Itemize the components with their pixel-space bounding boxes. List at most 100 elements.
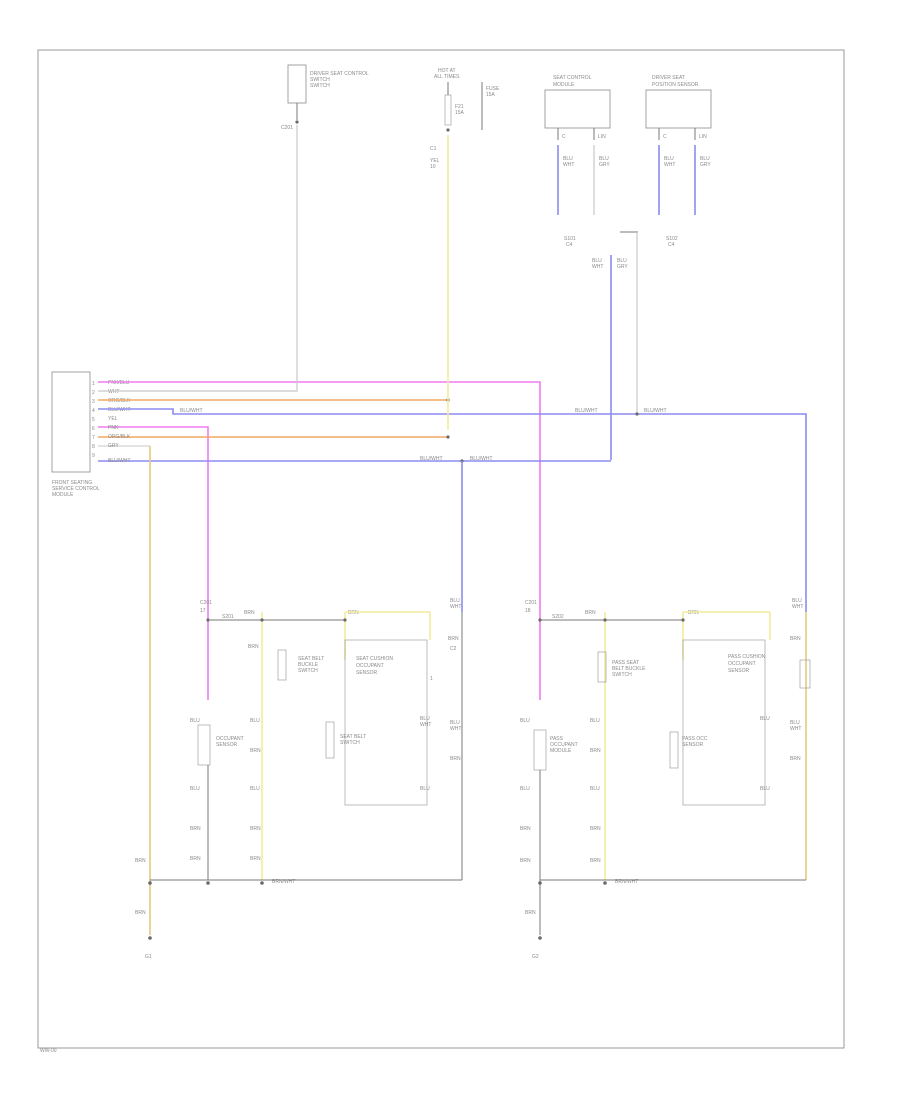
svg-text:5: 5 xyxy=(92,417,95,423)
svg-text:MODULE: MODULE xyxy=(553,82,575,88)
svg-text:FUSE: FUSE xyxy=(486,86,500,92)
svg-text:YEL: YEL xyxy=(108,416,118,422)
svg-text:SEAT CONTROL: SEAT CONTROL xyxy=(553,75,592,81)
svg-text:BLU: BLU xyxy=(450,720,460,726)
svg-text:GRY: GRY xyxy=(700,162,711,168)
svg-text:C4: C4 xyxy=(668,242,675,248)
svg-text:BRN: BRN xyxy=(135,858,146,864)
svg-text:BLU: BLU xyxy=(590,786,600,792)
svg-text:SENSOR: SENSOR xyxy=(216,742,238,748)
svg-text:8: 8 xyxy=(92,444,95,450)
svg-text:BLU: BLU xyxy=(520,718,530,724)
svg-text:OCCUPANT: OCCUPANT xyxy=(728,661,756,667)
svg-text:BLU/WHT: BLU/WHT xyxy=(575,408,598,414)
svg-text:BRN: BRN xyxy=(525,910,536,916)
right-seat-assembly: C201 18 S202 BRN BRN BLU WHT BRN PASS SE… xyxy=(520,598,811,960)
svg-text:17: 17 xyxy=(200,608,206,614)
svg-text:OCCUPANT: OCCUPANT xyxy=(550,742,578,748)
svg-text:BRN: BRN xyxy=(585,610,596,616)
seat-control-module: SEAT CONTROL MODULE C LIN BLU WHT BLU GR… xyxy=(544,75,610,215)
svg-text:BLU/WHT: BLU/WHT xyxy=(420,456,443,462)
svg-text:2: 2 xyxy=(92,390,95,396)
svg-text:10: 10 xyxy=(430,164,436,170)
svg-text:HOT AT: HOT AT xyxy=(438,68,456,74)
svg-text:BLU: BLU xyxy=(760,716,770,722)
svg-text:BRN: BRN xyxy=(190,826,201,832)
svg-text:SWITCH: SWITCH xyxy=(310,77,330,83)
svg-text:YEL: YEL xyxy=(430,158,440,164)
footer-code: WW-00 xyxy=(40,1048,57,1054)
svg-text:BRN: BRN xyxy=(520,858,531,864)
svg-text:BRN: BRN xyxy=(250,826,261,832)
svg-text:BLU: BLU xyxy=(520,786,530,792)
svg-text:BLU: BLU xyxy=(563,156,573,162)
svg-text:C201: C201 xyxy=(200,600,212,606)
svg-text:BRN: BRN xyxy=(590,858,601,864)
svg-text:GRY: GRY xyxy=(617,264,628,270)
svg-text:PASS: PASS xyxy=(550,736,564,742)
svg-text:BLU: BLU xyxy=(700,156,710,162)
svg-text:G2: G2 xyxy=(532,954,539,960)
svg-text:BUCKLE: BUCKLE xyxy=(298,662,319,668)
svg-text:BELT BUCKLE: BELT BUCKLE xyxy=(612,666,646,672)
svg-text:BLU: BLU xyxy=(617,258,627,264)
svg-text:WHT: WHT xyxy=(420,722,431,728)
svg-text:WHT: WHT xyxy=(450,604,461,610)
svg-text:WHT: WHT xyxy=(792,604,803,610)
fuse-block: HOT AT ALL TIMES FUSE 15A F21 15A C1 YEL… xyxy=(430,68,500,170)
svg-text:BLU: BLU xyxy=(792,598,802,604)
svg-text:BLU/WHT: BLU/WHT xyxy=(470,456,493,462)
svg-text:BLU: BLU xyxy=(190,718,200,724)
left-seat-assembly: C201 17 S201 BRN BRN BLU WHT BRN C2 SEAT… xyxy=(135,598,463,960)
svg-text:C2: C2 xyxy=(450,646,457,652)
svg-text:SWITCH: SWITCH xyxy=(340,740,360,746)
svg-text:SEAT BELT: SEAT BELT xyxy=(340,734,366,740)
svg-text:BLU: BLU xyxy=(450,598,460,604)
svg-text:6: 6 xyxy=(92,426,95,432)
svg-text:BRN: BRN xyxy=(520,826,531,832)
svg-text:C201: C201 xyxy=(525,600,537,606)
svg-text:BRN: BRN xyxy=(688,610,699,616)
svg-text:9: 9 xyxy=(92,453,95,459)
svg-text:S202: S202 xyxy=(552,614,564,620)
svg-text:BRN/WHT: BRN/WHT xyxy=(272,879,295,885)
svg-text:1: 1 xyxy=(92,381,95,387)
svg-text:1: 1 xyxy=(430,676,433,682)
svg-text:G1: G1 xyxy=(145,954,152,960)
svg-text:BRN: BRN xyxy=(190,856,201,862)
svg-text:BLU: BLU xyxy=(760,786,770,792)
svg-text:4: 4 xyxy=(92,408,95,414)
front-seating-control-module: FRONT SEATING SERVICE CONTROL MODULE 1 2… xyxy=(51,371,100,498)
svg-text:S101: S101 xyxy=(564,236,576,242)
svg-text:BLU/WHT: BLU/WHT xyxy=(108,407,131,413)
svg-text:SWITCH: SWITCH xyxy=(310,83,330,89)
svg-text:LIN: LIN xyxy=(699,134,707,140)
svg-text:PNK/BLU: PNK/BLU xyxy=(108,380,130,386)
svg-text:WHT: WHT xyxy=(108,389,119,395)
svg-text:3: 3 xyxy=(92,399,95,405)
svg-text:SEAT BELT: SEAT BELT xyxy=(298,656,324,662)
svg-text:BRN: BRN xyxy=(450,756,461,762)
diagram-frame xyxy=(37,49,845,1049)
bus-wires: PNK/BLU WHT ORG/BLK BLU/WHT BLU/WHT BLU/… xyxy=(98,125,807,935)
svg-text:BRN: BRN xyxy=(248,644,259,650)
svg-text:BLU/WHT: BLU/WHT xyxy=(180,408,203,414)
svg-text:WHT: WHT xyxy=(592,264,603,270)
svg-text:WHT: WHT xyxy=(790,726,801,732)
svg-text:BRN: BRN xyxy=(348,610,359,616)
svg-text:ORG/BLK: ORG/BLK xyxy=(108,434,131,440)
svg-text:GRY: GRY xyxy=(599,162,610,168)
svg-text:PNK: PNK xyxy=(108,425,119,431)
svg-text:ORG/BLK: ORG/BLK xyxy=(108,398,131,404)
svg-text:BLU: BLU xyxy=(590,718,600,724)
svg-text:SEAT CUSHION: SEAT CUSHION xyxy=(356,656,393,662)
svg-text:18: 18 xyxy=(525,608,531,614)
svg-text:BRN: BRN xyxy=(135,910,146,916)
svg-text:BRN: BRN xyxy=(790,756,801,762)
svg-text:BLU: BLU xyxy=(250,718,260,724)
svg-text:DRIVER SEAT: DRIVER SEAT xyxy=(652,75,685,81)
svg-text:SENSOR: SENSOR xyxy=(356,670,378,676)
svg-text:GRY: GRY xyxy=(108,443,119,449)
svg-text:BRN: BRN xyxy=(448,636,459,642)
